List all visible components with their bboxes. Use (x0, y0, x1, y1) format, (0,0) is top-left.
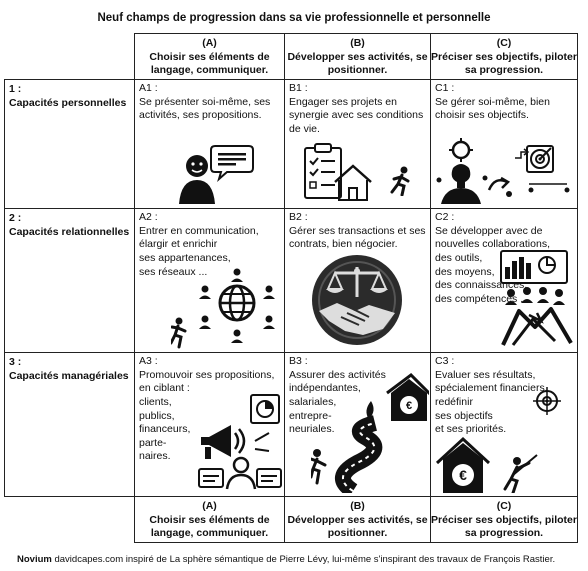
target-head-icon (436, 138, 570, 204)
footer-credit: Novium davidcapes.com inspiré de La sphè… (17, 554, 555, 565)
handshake-scale-icon (312, 255, 402, 345)
svg-text:€: € (459, 467, 467, 483)
column-header-a: (A)Choisir ses éléments de langage, comm… (134, 33, 285, 80)
column-footer-b: (B)Développer ses activités, se position… (284, 496, 431, 543)
cell-c2: C2 :Se développer avec de nouvelles coll… (430, 208, 578, 353)
cell-a2: A2 :Entrer en communication, élargir et … (134, 208, 285, 353)
column-footer-c: (C)Préciser ses objectifs, piloter sa pr… (430, 496, 578, 543)
cell-a3: A3 :Promouvoir ses propositions, en cibl… (134, 352, 285, 497)
corner-cell-bottom (4, 496, 135, 543)
cell-a1: A1 :Se présenter soi-même, ses activités… (134, 79, 285, 209)
running-person-icon (390, 166, 410, 196)
cell-c1: C1 :Se gérer soi-même, bien choisir ses … (430, 79, 578, 209)
column-header-b: (B)Développer ses activités, se position… (284, 33, 431, 80)
svg-text:€: € (406, 400, 412, 412)
row-header-2: 2 :Capacités relationnelles (4, 208, 135, 353)
cell-c3: C3 :Evaluer ses résultats, spécialement … (430, 352, 578, 497)
speaking-person-icon (179, 145, 254, 204)
row-header-1: 1 :Capacités personnelles (4, 79, 135, 209)
footer-brand: Novium (17, 554, 52, 565)
network-globe-icon (171, 268, 275, 349)
row-capacites-relationnelles: 2 :Capacités relationnelles A2 :Entrer e… (4, 208, 578, 353)
team-tools-icon (500, 250, 573, 346)
row-capacites-personnelles: 1 :Capacités personnelles A1 :Se présent… (4, 79, 578, 209)
cell-b1: B1 :Engager ses projets en synergie avec… (284, 79, 431, 209)
footer-text: davidcapes.com inspiré de La sphère séma… (54, 554, 556, 565)
progression-grid: (A)Choisir ses éléments de langage, comm… (4, 33, 578, 543)
winding-road-house-icon: € (311, 373, 429, 493)
column-header-c: (C)Préciser ses objectifs, piloter sa pr… (430, 33, 578, 80)
cell-b2: B2 :Gérer ses transactions et ses contra… (284, 208, 431, 353)
header-row-top: (A)Choisir ses éléments de langage, comm… (4, 33, 578, 80)
megaphone-chart-icon (198, 394, 282, 490)
row-capacites-manageriales: 3 :Capacités managériales A3 :Promouvoir… (4, 352, 578, 497)
clipboard-house-icon (304, 143, 372, 201)
row-header-3: 3 :Capacités managériales (4, 352, 135, 497)
column-footer-a: (A)Choisir ses éléments de langage, comm… (134, 496, 285, 543)
cell-b3: B3 :Assurer des activités indépendantes,… (284, 352, 431, 497)
page-title: Neuf champs de progression dans sa vie p… (97, 12, 491, 24)
euro-house-target-icon: € (435, 387, 561, 493)
corner-cell (4, 33, 135, 80)
header-row-bottom: (A)Choisir ses éléments de langage, comm… (4, 496, 578, 543)
